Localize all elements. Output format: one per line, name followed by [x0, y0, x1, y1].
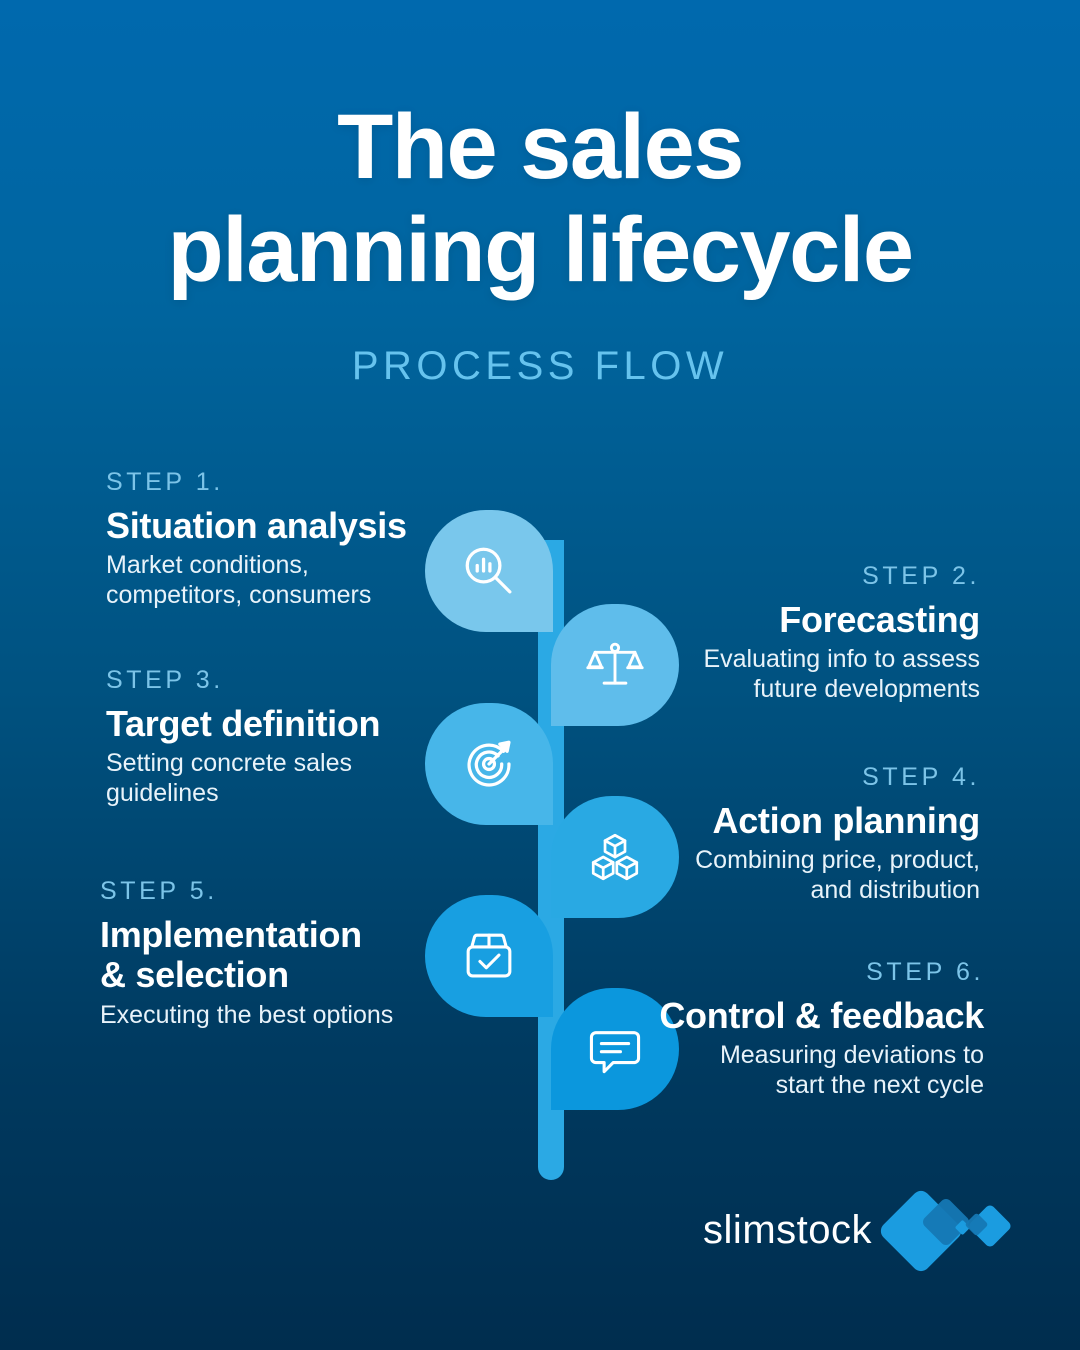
step-3-description: Setting concrete sales guidelines — [106, 748, 506, 808]
step-2-desc-line-1: Evaluating info to assess — [703, 645, 980, 674]
header: The sales planning lifecycle PROCESS FLO… — [0, 0, 1080, 389]
step-3-title: Target definition — [106, 703, 381, 744]
step-5-description: Executing the best options — [100, 1000, 520, 1030]
step-6-description: Measuring deviations to start the next c… — [564, 1040, 984, 1100]
step-1-title: Situation analysis — [106, 505, 407, 546]
step-block-3: STEP 3. Target definition Setting concre… — [106, 666, 506, 808]
title-line-1: The sales — [337, 96, 744, 198]
brand-diamond-mark — [877, 1182, 1020, 1278]
step-block-1: STEP 1. Situation analysis Market condit… — [106, 468, 506, 610]
step-3-number: STEP 3. — [106, 666, 224, 694]
step-4-desc-line-2: and distribution — [810, 876, 980, 905]
step-6-title: Control & feedback — [659, 995, 984, 1036]
brand-name: slimstock — [703, 1207, 872, 1252]
step-3-desc-line-2: guidelines — [106, 779, 219, 808]
step-5-title-line-1: Implementation — [100, 914, 362, 955]
step-4-description: Combining price, product, and distributi… — [580, 845, 980, 905]
step-4-desc-line-1: Combining price, product, — [695, 846, 980, 875]
step-block-4: STEP 4. Action planning Combining price,… — [580, 763, 980, 905]
page-title: The sales planning lifecycle — [0, 0, 1080, 302]
step-4-number: STEP 4. — [862, 763, 980, 791]
step-2-title: Forecasting — [779, 599, 980, 640]
step-1-number: STEP 1. — [106, 468, 224, 496]
plant-stem — [538, 540, 564, 1180]
step-6-desc-line-1: Measuring deviations to — [719, 1041, 984, 1070]
step-5-title-line-2: & selection — [100, 954, 289, 996]
plant-stem-top — [538, 540, 564, 580]
step-1-desc-line-1: Market conditions, — [106, 551, 309, 580]
step-4-title: Action planning — [712, 800, 981, 841]
step-2-description: Evaluating info to assess future develop… — [580, 644, 980, 704]
title-line-2: planning lifecycle — [167, 199, 914, 302]
step-1-description: Market conditions, competitors, consumer… — [106, 550, 506, 610]
step-1-desc-line-2: competitors, consumers — [106, 581, 372, 610]
step-block-5: STEP 5. Implementation & selection Execu… — [100, 877, 520, 1030]
step-5-number: STEP 5. — [100, 877, 218, 905]
step-5-title: Implementation & selection — [100, 914, 520, 996]
brand-logo[interactable]: slimstock — [703, 1182, 1020, 1278]
page-subtitle: PROCESS FLOW — [351, 344, 729, 389]
step-3-desc-line-1: Setting concrete sales — [106, 749, 352, 778]
step-5-desc-line-1: Executing the best options — [100, 1000, 394, 1029]
step-block-6: STEP 6. Control & feedback Measuring dev… — [564, 958, 984, 1100]
step-2-desc-line-2: future developments — [753, 675, 980, 704]
step-6-desc-line-2: start the next cycle — [775, 1071, 984, 1100]
step-2-number: STEP 2. — [862, 562, 980, 590]
step-block-2: STEP 2. Forecasting Evaluating info to a… — [580, 562, 980, 704]
step-6-number: STEP 6. — [866, 958, 984, 986]
